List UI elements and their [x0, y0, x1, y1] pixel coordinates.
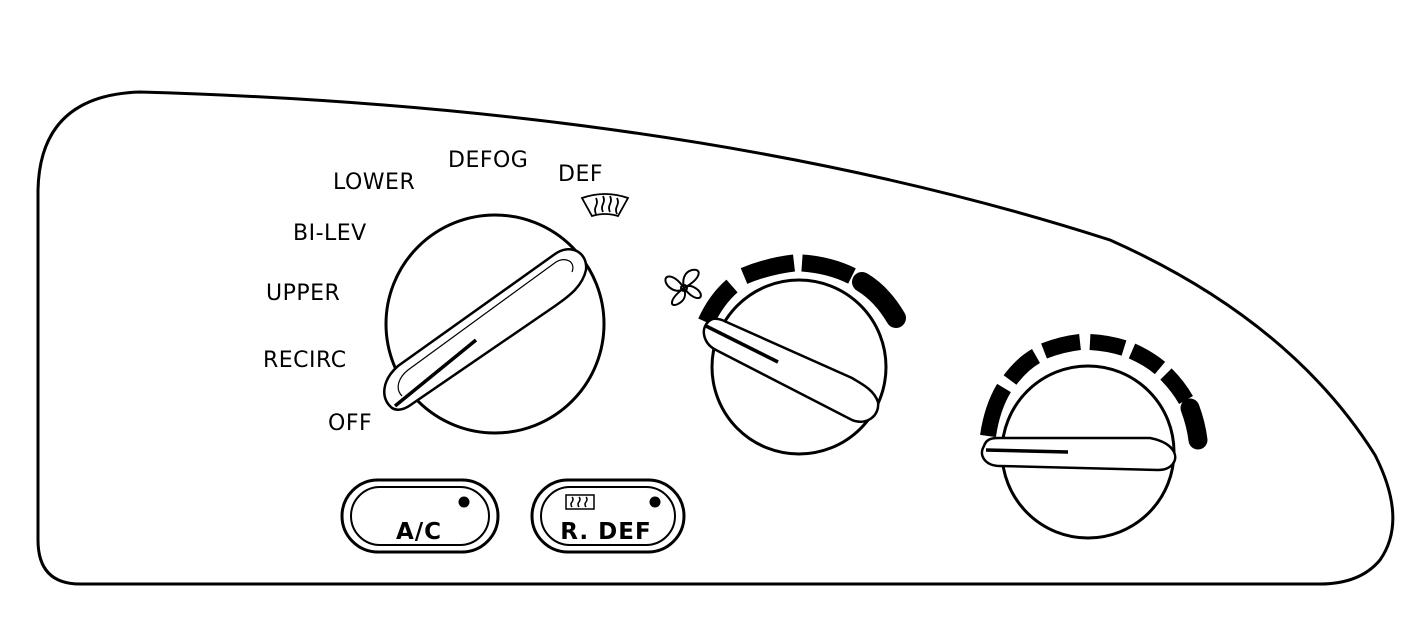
temperature-scale-segment-3 [1041, 334, 1081, 359]
temperature-knob-index-line [985, 448, 1069, 454]
mode-label-off: OFF [328, 411, 372, 436]
rear-defrost-button-label: R. DEF [560, 519, 651, 545]
rear-defrost-indicator-dot [649, 496, 661, 508]
rear-defrost-button-inner[interactable] [540, 486, 676, 546]
temperature-scale-segment-5 [1128, 343, 1166, 375]
temperature-scale-segment-2 [1003, 349, 1041, 385]
windshield-defrost-icon [580, 193, 630, 218]
temperature-scale [980, 334, 1208, 450]
temperature-scale-segment-1 [980, 383, 1011, 438]
ac-button-label: A/C [396, 519, 442, 545]
fan-speed-scale [698, 254, 906, 328]
ac-indicator-dot [458, 496, 470, 508]
fan-speed-segment-2 [740, 254, 796, 284]
temperature-scale-segment-6 [1160, 368, 1193, 405]
mode-label-lower: LOWER [333, 170, 415, 195]
mode-label-defog: DEFOG [448, 148, 528, 173]
mode-label-recirc: RECIRC [263, 348, 347, 373]
fan-speed-segment-3 [801, 254, 856, 284]
fan-icon [664, 268, 702, 306]
fan-speed-segment-1 [698, 279, 738, 326]
mode-label-bi-lev: BI-LEV [293, 221, 367, 246]
mode-knob-pointer[interactable] [383, 248, 588, 411]
fan-speed-segment-4 [852, 272, 906, 328]
mode-knob[interactable] [383, 213, 606, 435]
fan-knob-index-line [705, 324, 779, 364]
mode-label-upper: UPPER [266, 281, 340, 306]
mode-label-def: DEF [558, 162, 603, 187]
mode-knob-pointer-highlight [397, 259, 574, 397]
temperature-scale-segment-7 [1180, 398, 1208, 450]
ac-button-inner[interactable] [350, 486, 490, 546]
rear-defrost-icon [565, 494, 595, 510]
fan-knob[interactable] [702, 278, 888, 456]
mode-knob-index-line [393, 338, 478, 408]
temperature-scale-segment-4 [1089, 334, 1127, 356]
ac-button[interactable]: A/C [340, 478, 500, 554]
temperature-knob-pointer[interactable] [980, 436, 1177, 472]
rear-defrost-button[interactable]: R. DEF [530, 478, 686, 554]
fan-knob-pointer[interactable] [702, 317, 880, 423]
temperature-knob[interactable] [980, 364, 1177, 540]
